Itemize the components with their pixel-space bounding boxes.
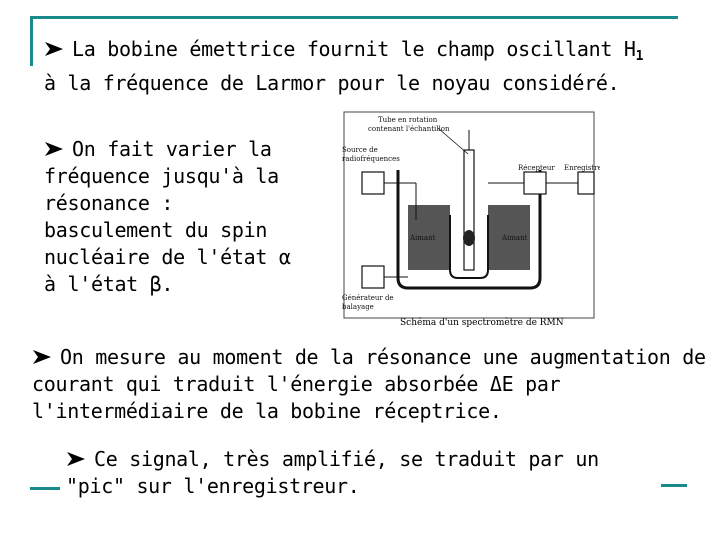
label-tube-1: Tube en rotation xyxy=(378,116,438,124)
diagram-caption: Schéma d'un spectromètre de RMN xyxy=(400,318,564,328)
label-sweep-1: Générateur de xyxy=(342,294,394,302)
source-box xyxy=(361,171,385,195)
arrowhead-bullet-icon xyxy=(45,142,63,156)
para3-text: On mesure au moment de la résonance une … xyxy=(32,345,706,423)
para1-line2: à la fréquence de Larmor pour le noyau c… xyxy=(44,71,620,95)
coil-shape xyxy=(396,170,542,290)
paragraph-signal-peak: Ce signal, très amplifié, se traduit par… xyxy=(66,446,666,500)
label-magnet-right: Aimant xyxy=(501,234,528,242)
slide-frame-top-line xyxy=(30,16,678,19)
inner-coil-shape xyxy=(449,215,489,279)
arrowhead-bullet-icon xyxy=(33,350,51,364)
paragraph-emitter-coil: La bobine émettrice fournit le champ osc… xyxy=(44,36,694,97)
para2-text: On fait varier la fréquence jusqu'à la r… xyxy=(44,137,291,296)
label-magnet-left: Aimant xyxy=(409,234,436,242)
sample-tube xyxy=(463,149,475,271)
sample-shape xyxy=(463,230,475,246)
label-tube-2: contenant l'échantillon xyxy=(368,125,450,133)
magnet-right-shape xyxy=(488,205,530,270)
paragraph-frequency-variation: On fait varier la fréquence jusqu'à la r… xyxy=(44,136,304,298)
label-recorder: Enregistreur xyxy=(564,164,600,172)
para4-text: Ce signal, très amplifié, se traduit par… xyxy=(66,447,599,498)
label-sweep-2: balayage xyxy=(342,303,374,311)
receiver-box xyxy=(523,171,547,195)
para1-subscript: 1 xyxy=(635,49,644,64)
para1-line1: La bobine émettrice fournit le champ osc… xyxy=(72,37,636,61)
slide-frame-left-line xyxy=(30,16,33,66)
arrowhead-bullet-icon xyxy=(67,452,85,466)
label-source-2: radiofréquences xyxy=(342,155,400,163)
magnet-left-shape xyxy=(408,205,450,270)
label-source-1: Source de xyxy=(342,146,378,154)
recorder-box xyxy=(577,171,595,195)
decorative-dash-left xyxy=(30,487,60,490)
paragraph-resonance-measure: On mesure au moment de la résonance une … xyxy=(32,344,712,425)
nmr-spectrometer-diagram: Tube en rotation contenant l'échantillon… xyxy=(342,111,600,319)
decorative-dash-right xyxy=(661,484,687,487)
label-receiver: Récepteur xyxy=(518,164,555,172)
sweep-box xyxy=(361,265,385,289)
diagram-border xyxy=(343,111,595,319)
arrowhead-bullet-icon xyxy=(45,42,63,56)
